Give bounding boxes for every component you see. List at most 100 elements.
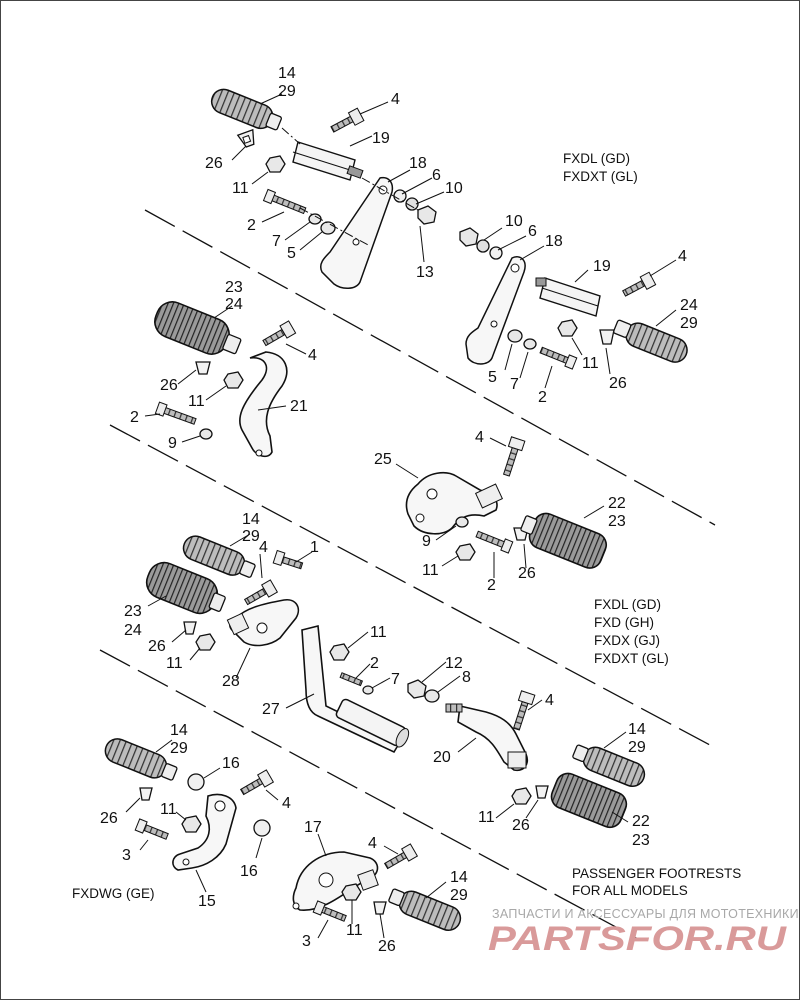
footpeg-ribbed-22-23-s5: [550, 772, 628, 829]
footpeg-ribbed-23-24: [154, 301, 242, 355]
callout-24: 24: [680, 297, 698, 314]
callout-11: 11: [370, 624, 387, 641]
callout-11: 11: [232, 180, 249, 197]
footpeg-grip-14-29-s6b: [388, 888, 462, 931]
callout-5: 5: [488, 369, 497, 386]
bracket-hole: [256, 622, 268, 634]
callout-26: 26: [609, 375, 627, 392]
nut-10-right: [459, 227, 479, 247]
callout-11: 11: [346, 922, 363, 939]
footrest-bracket-25: [405, 471, 498, 535]
washer-26-mid: [195, 361, 211, 375]
watermark: ЗАПЧАСТИ И АКСЕССУАРЫ ДЛЯ МОТОТЕХНИКИ PA…: [488, 907, 799, 958]
callout-18: 18: [409, 155, 427, 172]
callout-26: 26: [148, 638, 166, 655]
callout-3: 3: [302, 933, 311, 950]
callout-1: 1: [310, 539, 319, 556]
footpeg-grip-14-29-s6: [104, 738, 178, 781]
bracket-hole: [426, 488, 438, 500]
callout-numbers: 14 29 4 19 26 11 18 6 10 2 7 5 13: [205, 65, 463, 281]
callout-26: 26: [512, 817, 530, 834]
callout-4: 4: [282, 795, 291, 812]
model-fxdx-gj: FXDX (GJ): [594, 633, 660, 648]
bushing-16-bottom: [253, 819, 271, 837]
footpeg-grip-top-left: [210, 88, 282, 131]
bracket-clevis: [474, 483, 504, 509]
callout-11: 11: [422, 562, 439, 579]
bolt-4-s4: [502, 436, 526, 477]
callout-23: 23: [632, 832, 650, 849]
assembly-axis-lines: [281, 127, 419, 247]
nut-11-mid: [223, 371, 244, 389]
callout-24: 24: [124, 622, 142, 639]
washer-6-top: [393, 189, 407, 203]
washer-5-top: [320, 221, 336, 235]
bracket-hole: [292, 902, 300, 910]
callout-23: 23: [608, 513, 626, 530]
lockwasher-10-top: [405, 197, 419, 211]
washer-26-s5: [183, 621, 197, 635]
callout-14: 14: [450, 869, 468, 886]
washer-26-s5b: [535, 785, 549, 799]
section-bracket-21: 23 24 4 26 11 21 2 9: [130, 279, 317, 458]
footpeg-clevis-19: [292, 141, 364, 181]
bracket-hole: [510, 263, 520, 273]
leader-lines: [231, 93, 445, 263]
footrest-bracket-18-right: [465, 256, 526, 365]
nut-11-s5c: [511, 787, 532, 805]
footrest-bracket-15: [172, 793, 237, 871]
bracket-hole: [490, 320, 498, 328]
footpeg-grip-14-29: [182, 535, 256, 578]
leader-lines: [147, 533, 629, 823]
bushing-16-top: [187, 773, 205, 791]
callout-4: 4: [545, 692, 554, 709]
leader-lines: [125, 739, 447, 939]
callout-11: 11: [478, 809, 495, 826]
leader-lines: [395, 437, 605, 578]
model-fxdl-gd: FXDL (GD): [563, 151, 630, 166]
callout-26: 26: [100, 810, 118, 827]
callout-24: 24: [225, 296, 243, 313]
callout-7: 7: [510, 376, 519, 393]
callout-11: 11: [166, 655, 183, 672]
watermark-logo: PARTSFOR.RU: [488, 920, 788, 958]
passenger-note-line-2: FOR ALL MODELS: [572, 883, 688, 898]
section-dividers: [99, 209, 716, 941]
callout-11: 11: [188, 393, 205, 410]
callout-4: 4: [391, 91, 400, 108]
callout-19: 19: [372, 130, 390, 147]
bolt-2-top: [262, 188, 307, 215]
bolt-2-right: [539, 346, 578, 370]
callout-14: 14: [278, 65, 296, 82]
callout-4: 4: [678, 248, 687, 265]
nut-11-s5b: [329, 643, 350, 661]
callout-11: 11: [582, 355, 599, 372]
callout-numbers: 23 24 4 26 11 21 2 9: [130, 279, 317, 452]
footpeg-clevis-19-right: [535, 277, 601, 317]
bracket-clevis: [226, 612, 250, 636]
callout-4: 4: [368, 835, 377, 852]
callout-2: 2: [370, 655, 379, 672]
bolt-4-right: [622, 271, 657, 297]
callout-26: 26: [518, 565, 536, 582]
callout-21: 21: [290, 398, 308, 415]
callout-19: 19: [593, 258, 611, 275]
callout-29: 29: [450, 887, 468, 904]
callout-6: 6: [528, 223, 537, 240]
callout-29: 29: [242, 528, 260, 545]
nut-13-top: [417, 205, 437, 225]
callout-14: 14: [242, 511, 260, 528]
callout-28: 28: [222, 673, 240, 690]
bolt-4-mid: [262, 320, 297, 347]
bracket-clevis: [357, 869, 379, 891]
bolt-4-s5: [243, 579, 279, 606]
callout-12: 12: [445, 655, 463, 672]
passenger-footrests-note: PASSENGER FOOTRESTS FOR ALL MODELS: [572, 866, 741, 898]
callout-11: 11: [160, 801, 177, 818]
callout-9: 9: [168, 435, 177, 452]
bracket-27-tube: [335, 698, 410, 748]
nut-11-s6b: [341, 883, 362, 901]
callout-17: 17: [304, 819, 322, 836]
